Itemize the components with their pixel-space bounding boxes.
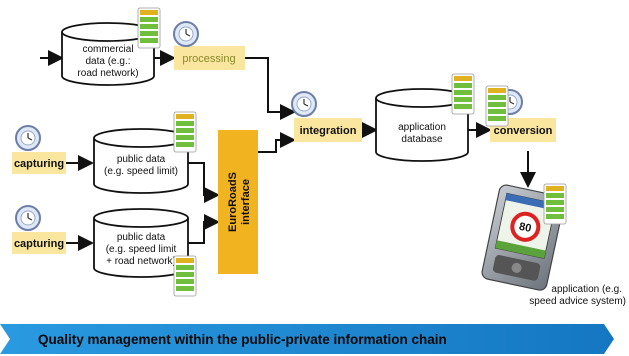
application-line-2: speed advice system)	[529, 296, 626, 307]
quality-badge-icon	[451, 73, 475, 115]
capturing-2-box	[12, 232, 66, 254]
connectors	[40, 50, 536, 251]
clock-icon	[291, 91, 317, 117]
public1-line-2: (e.g. speed limit)	[104, 166, 178, 177]
integration-label: integration	[300, 125, 357, 137]
capturing-1-label: capturing	[14, 158, 64, 170]
interface-line-1: EuroRoadS	[227, 172, 239, 232]
commercial-line-3: road network)	[77, 68, 138, 79]
public2-line-3: + road network)	[106, 256, 176, 267]
public2-line-1: public data	[117, 232, 166, 243]
banner-text: Quality management within the public-pri…	[38, 332, 447, 347]
public1-line-1: public data	[117, 154, 166, 165]
speed-sign-icon: 80	[510, 211, 541, 242]
clock-icon	[15, 125, 41, 151]
commercial-line-2: data (e.g.:	[85, 56, 130, 67]
public-data-2-cylinder: public data (e.g. speed limit + road net…	[93, 208, 189, 278]
quality-badge-icon	[173, 255, 197, 297]
commercial-data-cylinder: commercial data (e.g.: road network)	[61, 22, 155, 86]
pda-device-icon: 80	[481, 184, 565, 291]
application-database-cylinder: application database	[375, 88, 469, 162]
appdb-line-2: database	[401, 134, 443, 145]
clock-icon	[173, 21, 199, 47]
integration-box	[294, 118, 362, 142]
capturing-2-label: capturing	[14, 238, 64, 250]
quality-badge-icon	[485, 85, 509, 127]
capturing-1-box	[12, 152, 66, 174]
speed-sign-value: 80	[518, 221, 532, 235]
quality-badge-icon	[543, 183, 567, 225]
appdb-line-1: application	[398, 122, 446, 133]
public-data-1-cylinder: public data (e.g. speed limit)	[93, 128, 189, 194]
public2-line-2: (e.g. speed limit	[106, 244, 177, 255]
processing-label: processing	[182, 53, 235, 65]
conversion-label: conversion	[494, 125, 553, 137]
processing-box	[174, 46, 245, 70]
interface-line-2: interface	[240, 179, 252, 225]
application-line-1: application (e.g.	[551, 284, 622, 295]
commercial-line-1: commercial	[82, 44, 133, 55]
clock-icon	[15, 205, 41, 231]
quality-badge-icon	[137, 7, 161, 49]
euroroads-interface-box	[218, 130, 258, 274]
quality-badge-icon	[173, 111, 197, 153]
banner	[0, 324, 614, 354]
